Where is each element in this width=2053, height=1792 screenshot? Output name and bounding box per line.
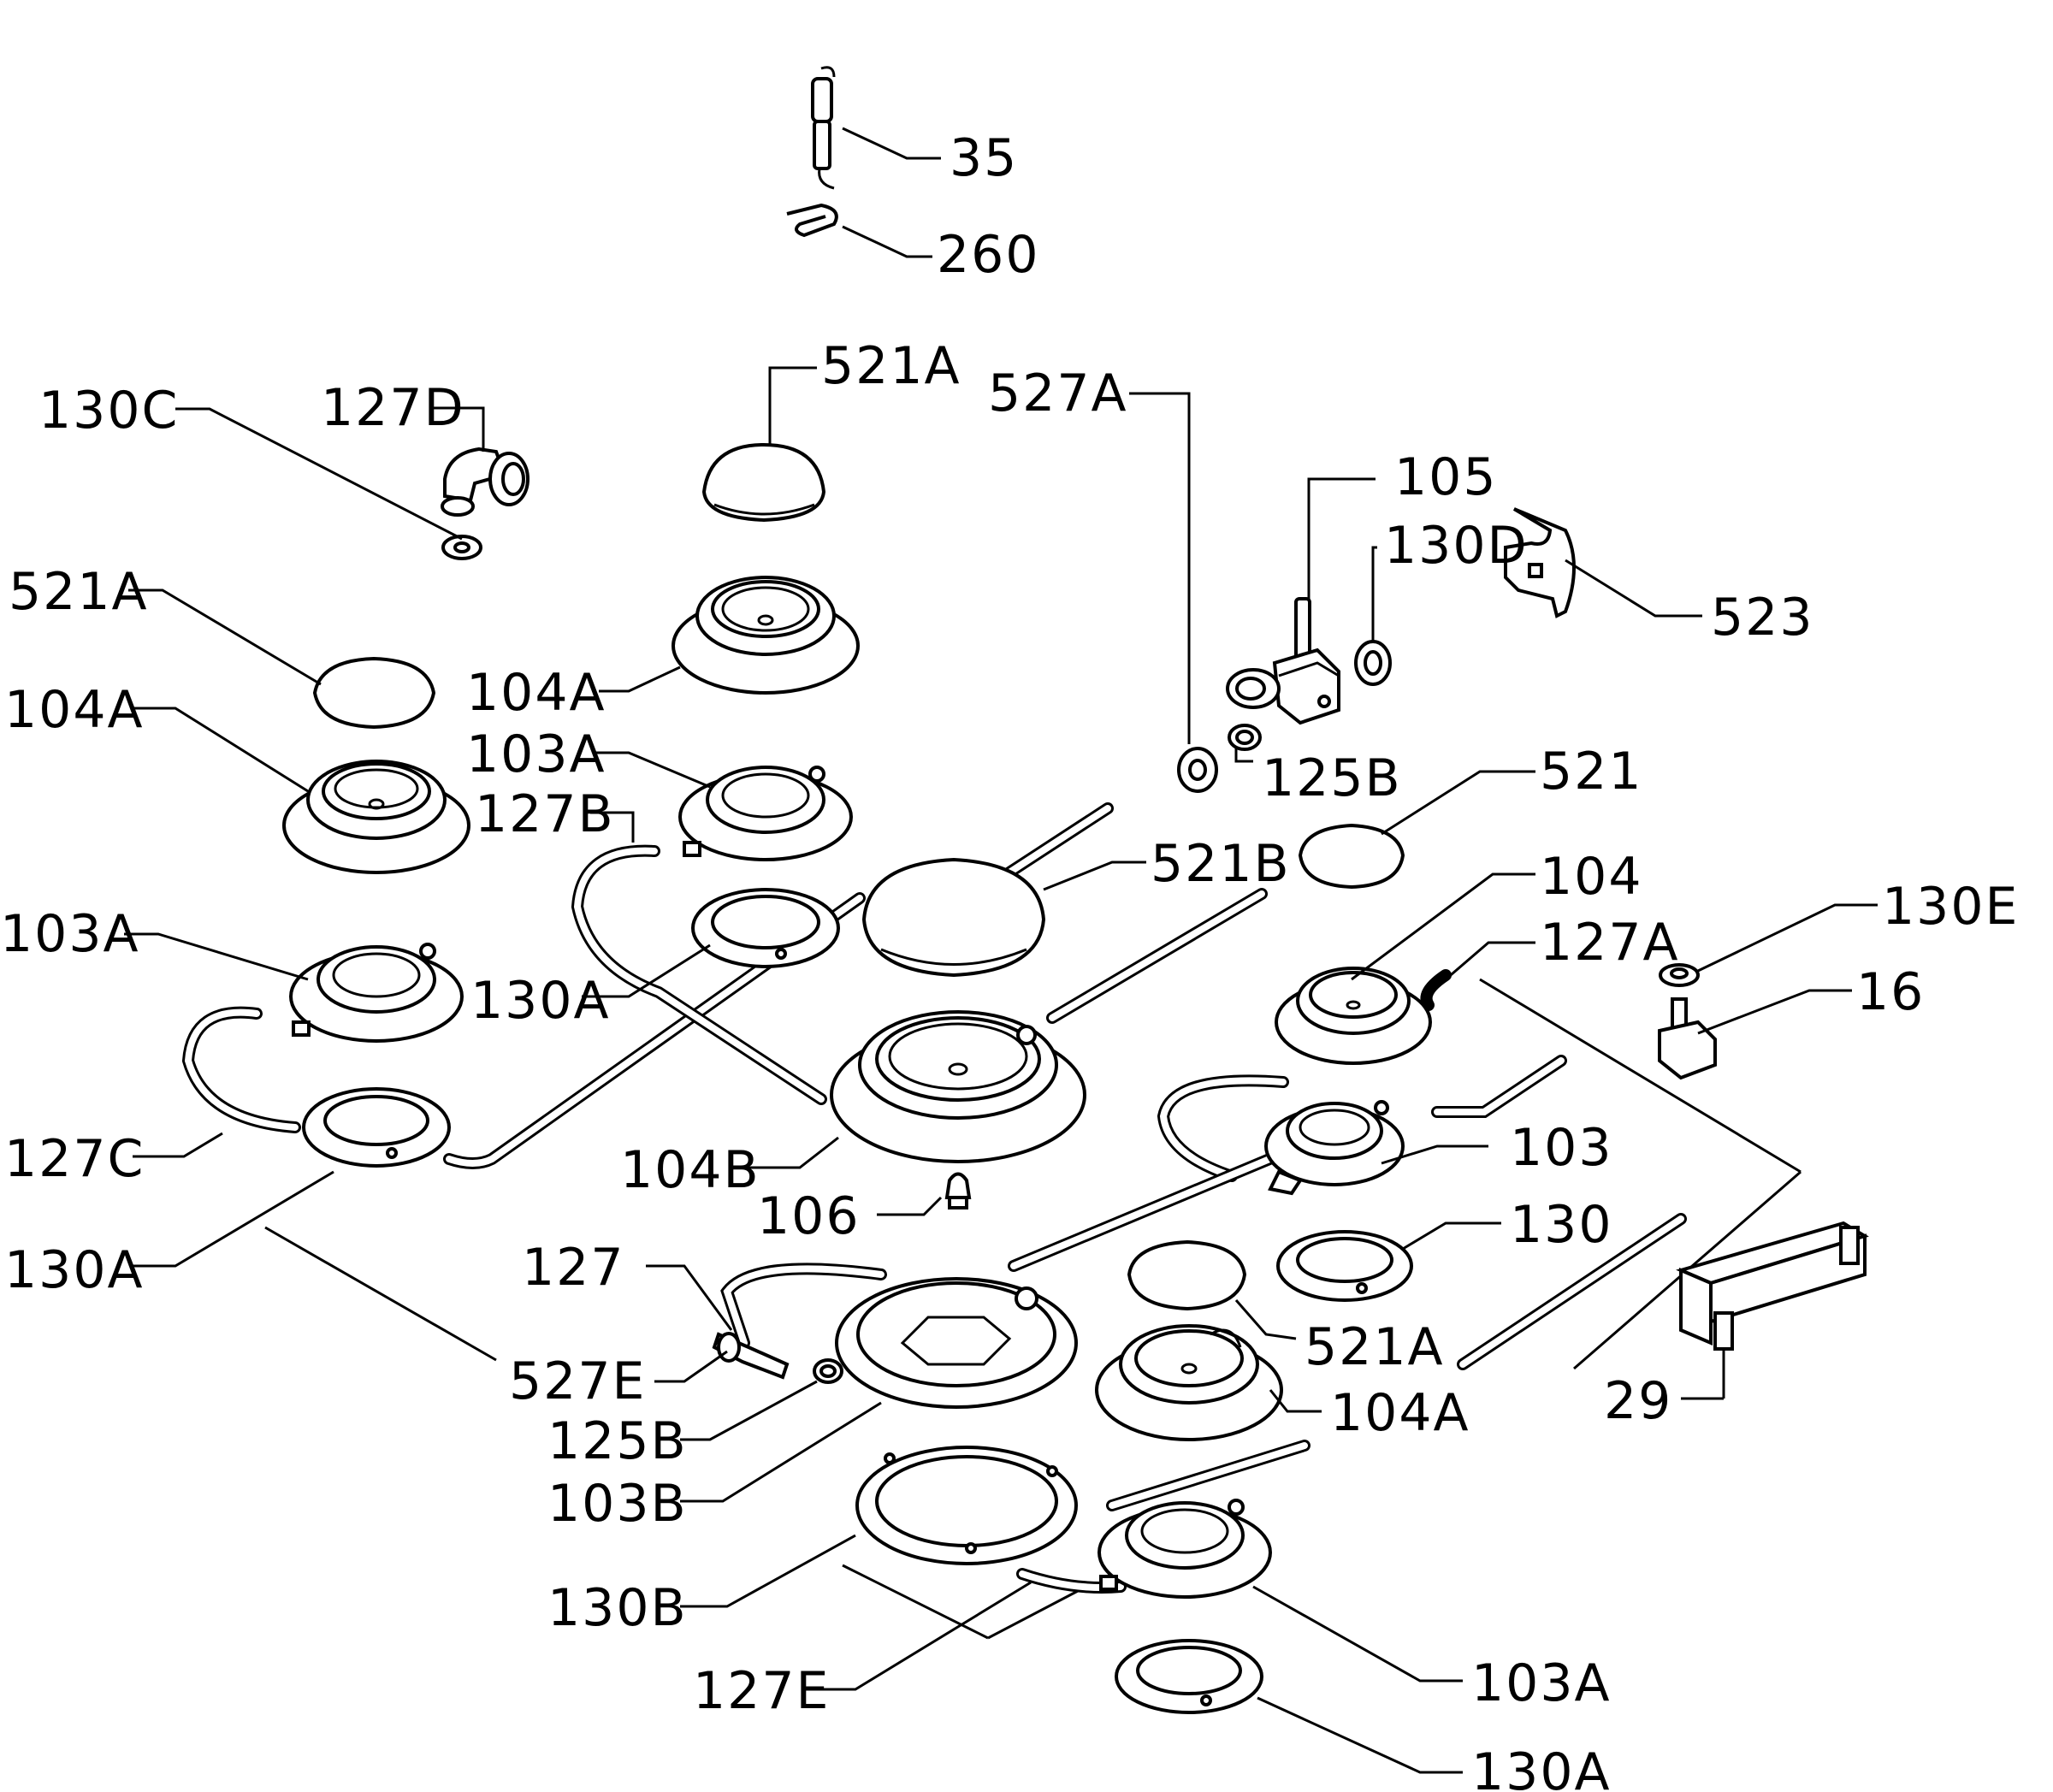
seal-ring-130a-left bbox=[302, 1087, 451, 1168]
connector-125b-low bbox=[813, 1358, 843, 1384]
label-104a-low: 104A bbox=[1330, 1383, 1470, 1443]
label-130e: 130E bbox=[1882, 877, 2019, 937]
label-523: 523 bbox=[1711, 588, 1814, 648]
label-104b: 104B bbox=[620, 1140, 760, 1200]
burner-base-103a-left bbox=[289, 943, 464, 1043]
seal-ring-130a-mid bbox=[691, 888, 840, 968]
label-16: 16 bbox=[1856, 962, 1925, 1022]
label-127a: 127A bbox=[1540, 913, 1680, 973]
burner-cap-521 bbox=[1298, 823, 1405, 890]
seal-ring-130 bbox=[1276, 1230, 1413, 1302]
burner-cap-521a-low bbox=[1127, 1239, 1247, 1311]
label-130a-left: 130A bbox=[4, 1240, 145, 1300]
label-521a-low: 521A bbox=[1305, 1317, 1445, 1377]
burner-base-103a-low bbox=[1097, 1499, 1272, 1599]
label-125b-low: 125B bbox=[547, 1411, 688, 1471]
seal-ring-130a-low bbox=[1115, 1639, 1263, 1714]
bracket-523 bbox=[1504, 507, 1576, 618]
label-127e: 127E bbox=[693, 1661, 830, 1721]
label-260: 260 bbox=[937, 225, 1040, 285]
label-521b: 521B bbox=[1151, 834, 1291, 894]
label-130b: 130B bbox=[547, 1578, 688, 1638]
pipe-connector-527e bbox=[712, 1332, 790, 1380]
label-130c: 130C bbox=[38, 381, 179, 441]
label-104: 104 bbox=[1540, 847, 1643, 907]
burner-cap-521b bbox=[861, 857, 1046, 978]
burner-cap-521a-top bbox=[701, 442, 826, 523]
label-103b: 103B bbox=[547, 1474, 688, 1534]
label-527e: 527E bbox=[509, 1351, 646, 1411]
washer-130c bbox=[441, 535, 482, 560]
washer-130d bbox=[1354, 640, 1392, 686]
burner-crown-104b bbox=[830, 1010, 1086, 1163]
label-29: 29 bbox=[1604, 1371, 1672, 1431]
burner-crown-104a-top bbox=[672, 576, 860, 695]
label-521a-left: 521A bbox=[9, 562, 149, 622]
label-127: 127 bbox=[522, 1238, 625, 1298]
ignition-electrode-35 bbox=[811, 66, 836, 190]
injector-106 bbox=[944, 1172, 972, 1209]
burner-base-103 bbox=[1264, 1100, 1405, 1196]
grommet-130e bbox=[1659, 963, 1700, 987]
seal-ring-130b bbox=[855, 1446, 1078, 1565]
burner-base-103b bbox=[835, 1277, 1078, 1409]
nut-527a bbox=[1177, 747, 1218, 793]
burner-crown-104a-low bbox=[1095, 1324, 1283, 1441]
label-103a-left: 103A bbox=[0, 904, 140, 964]
gas-pipes bbox=[181, 802, 1687, 1594]
label-103a-mid: 103A bbox=[466, 724, 606, 784]
label-521a-top: 521A bbox=[821, 336, 961, 396]
gas-tap-105 bbox=[1226, 597, 1340, 725]
label-105: 105 bbox=[1394, 447, 1498, 507]
label-130a-mid: 130A bbox=[470, 971, 611, 1031]
label-521: 521 bbox=[1540, 742, 1643, 801]
part-labels: 35 260 521A 527A 130C 127D 105 130D 523 … bbox=[0, 128, 2019, 1792]
label-106: 106 bbox=[757, 1186, 861, 1246]
clip-260 bbox=[786, 203, 838, 238]
label-104a-mid: 104A bbox=[466, 663, 606, 723]
label-35: 35 bbox=[950, 128, 1018, 188]
label-130: 130 bbox=[1510, 1195, 1613, 1255]
elbow-fitting-127d bbox=[441, 447, 530, 517]
label-127b: 127B bbox=[475, 784, 615, 844]
leader-lines bbox=[124, 127, 1878, 1774]
label-103a-low: 103A bbox=[1471, 1653, 1612, 1713]
ignition-switch-16 bbox=[1658, 997, 1717, 1080]
label-127c: 127C bbox=[4, 1129, 145, 1189]
label-130a-low: 130A bbox=[1471, 1742, 1612, 1792]
burner-cap-521a-left bbox=[312, 656, 436, 730]
burner-base-103a-mid bbox=[678, 766, 853, 861]
bracket-29 bbox=[1676, 1221, 1869, 1351]
label-527a: 527A bbox=[988, 364, 1128, 423]
label-125b-top: 125B bbox=[1262, 748, 1402, 808]
burner-crown-104 bbox=[1275, 967, 1432, 1065]
burner-crown-104a-left bbox=[282, 760, 470, 874]
label-130d: 130D bbox=[1384, 516, 1529, 576]
connector-125b-top bbox=[1228, 724, 1262, 751]
label-104a-left: 104A bbox=[4, 680, 145, 740]
label-103: 103 bbox=[1510, 1118, 1613, 1178]
label-127d: 127D bbox=[321, 378, 465, 438]
